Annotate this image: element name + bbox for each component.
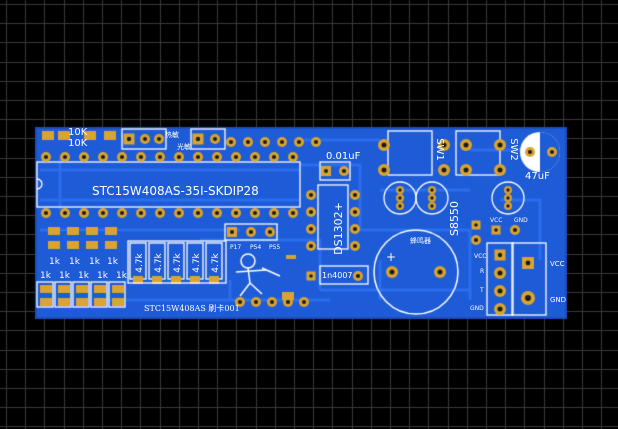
transistor-label: S8550 — [447, 201, 461, 236]
mcu-bottom-label: STC15W408AS 刷卡001 — [144, 304, 240, 313]
header-gnd-label: GND — [470, 305, 484, 312]
ds1302-label: DS1302+ — [331, 202, 345, 255]
power-gnd-label: GND — [550, 296, 567, 304]
res-1k-label: 1k — [107, 257, 118, 267]
res-1k-label: 1k — [40, 271, 51, 281]
res-1k-label: 1k — [69, 257, 80, 267]
power-vcc-label: VCC — [550, 260, 565, 268]
vcc-small-label: VCC — [490, 217, 503, 224]
buzzer-label: 蜂鸣器 — [410, 237, 431, 245]
res-1k-label: 1k — [89, 257, 100, 267]
cap-0-01uf-label: 0.01uF — [326, 151, 361, 162]
res-1k-label: 1k — [97, 271, 108, 281]
p55-label: P55 — [269, 244, 281, 251]
res-1k-label: 1k — [59, 271, 70, 281]
header-t-label: T — [480, 287, 484, 294]
gnd-small-label: GND — [514, 217, 528, 224]
mcu-label: STC15W408AS-35I-SKDIP28 — [92, 184, 259, 198]
header-vcc-label: VCC — [474, 253, 487, 260]
res-4k7-label: 4.7k — [153, 253, 164, 273]
header-r-label: R — [480, 268, 485, 275]
res-4k7-label: 4.7k — [191, 253, 202, 273]
sw1-label: SW1 — [433, 138, 445, 161]
res-10k-top-label: 10K — [68, 127, 88, 138]
p17-label: P17 — [230, 244, 242, 251]
res-10k-bottom-label: 10K — [68, 138, 88, 149]
p54-label: P54 — [250, 244, 262, 251]
res-4k7-label: 4.7k — [210, 253, 221, 273]
sw2-label: SW2 — [507, 138, 519, 161]
res-4k7-label: 4.7k — [172, 253, 183, 273]
res-1k-label: 1k — [116, 271, 127, 281]
diode-label: 1n4007 — [322, 271, 353, 280]
res-4k7-label: 4.7k — [134, 253, 145, 273]
res-1k-label: 1k — [78, 271, 89, 281]
photoresistor-label: 光敏 — [177, 143, 191, 151]
buzzer-plus-label: + — [386, 250, 397, 264]
res-1k-label: 1k — [49, 257, 60, 267]
thermistor-label: 热敏 — [165, 131, 179, 139]
electrolytic-cap-label: 47uF — [525, 171, 550, 182]
